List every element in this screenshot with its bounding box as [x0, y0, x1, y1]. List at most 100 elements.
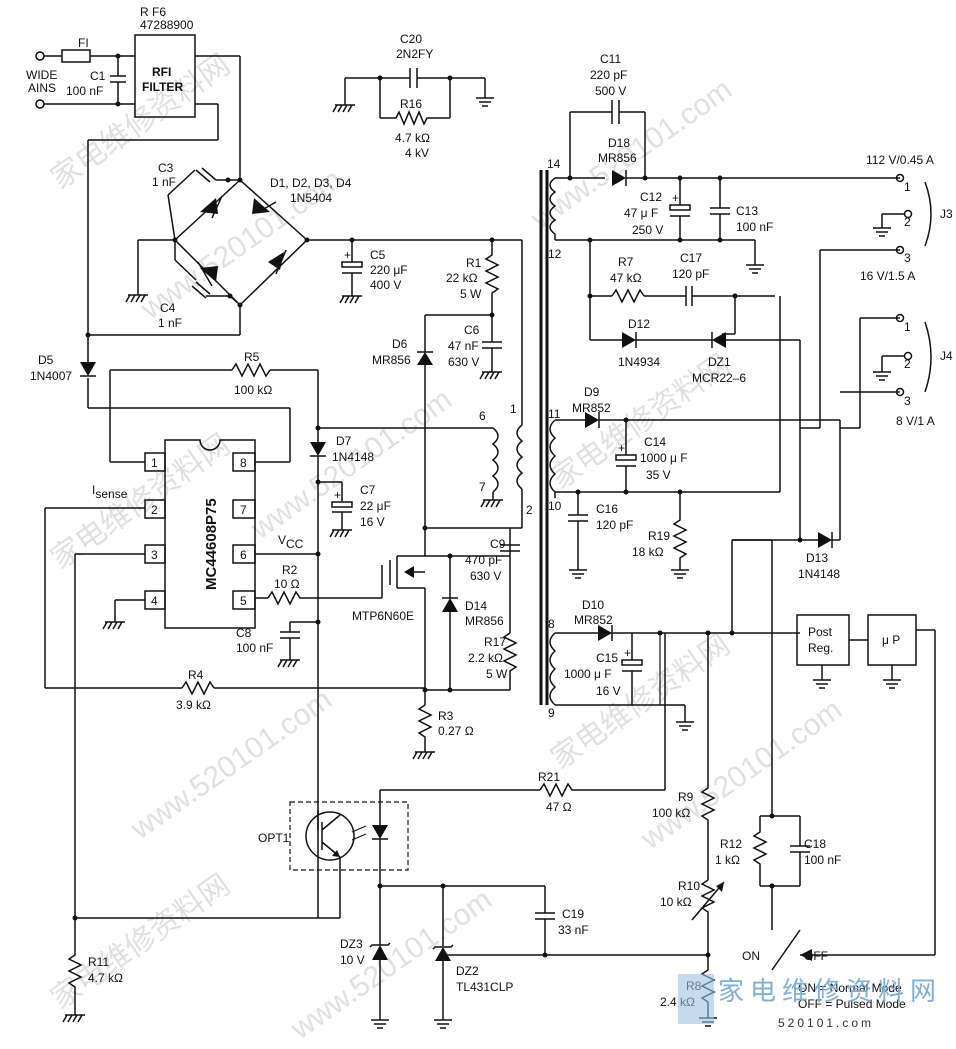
label-d18-value: MR856 — [598, 151, 637, 165]
label-c8-value: 100 nF — [236, 641, 273, 655]
label-c17-value: 120 pF — [672, 267, 709, 281]
label-d12: D12 — [628, 317, 650, 331]
label-rfi: RFI — [152, 65, 171, 79]
label-c5-voltage: 400 V — [370, 278, 401, 292]
label-d9-value: MR852 — [572, 401, 611, 415]
pin-label: 2 — [526, 503, 533, 517]
pin-label: 3 — [904, 394, 911, 408]
label-d10-value: MR852 — [574, 613, 613, 627]
polarity-plus: + — [618, 441, 625, 455]
label-d6-value: MR856 — [372, 353, 411, 367]
label-d13-value: 1N4148 — [798, 567, 840, 581]
label-c19-value: 33 nF — [558, 923, 589, 937]
label-dz1: DZ1 — [708, 355, 731, 369]
pin-label: 14 — [547, 157, 561, 171]
label-r5-value: 100 kΩ — [234, 383, 272, 397]
pin-label: 11 — [548, 407, 561, 421]
label-d14: D14 — [465, 599, 487, 613]
label-filter: FILTER — [142, 80, 183, 94]
label-r16-voltage: 4 kV — [405, 146, 429, 160]
label-c13: C13 — [736, 204, 758, 218]
bulk-section: + C5 220 μF 400 V C20 2N2FY R16 4.7 kΩ 4… — [307, 32, 522, 304]
pin-number: 1 — [151, 456, 158, 470]
pin-label: 7 — [479, 480, 486, 494]
label-isense: Isense — [92, 483, 128, 501]
watermark-text: www.520101.com — [634, 693, 848, 856]
label-c12-value: 47 μ F — [624, 206, 658, 220]
label-c17: C17 — [680, 251, 702, 265]
label-c16-value: 120 pF — [596, 518, 633, 532]
label-d10: D10 — [582, 598, 604, 612]
label-j3: J3 — [940, 207, 953, 221]
rfi-filter-box — [134, 34, 196, 118]
pin-label: 1 — [904, 180, 911, 194]
label-bridge-value: 1N5404 — [290, 191, 332, 205]
watermark-text: www.520101.com — [124, 683, 338, 846]
pin-label: 9 — [548, 706, 555, 720]
label-r11: R11 — [88, 955, 109, 969]
label-c8: C8 — [236, 626, 252, 640]
pin-number: 4 — [151, 594, 158, 608]
label-r1-value: 22 kΩ — [446, 271, 478, 285]
label-output-112v: 112 V/0.45 A — [866, 153, 934, 167]
label-r7-value: 47 kΩ — [610, 271, 642, 285]
pin-number: 5 — [240, 594, 247, 608]
label-c6-voltage: 630 V — [448, 355, 479, 369]
polarity-plus: + — [672, 191, 679, 205]
site-logo: 家电维修资料网 520101.com — [678, 974, 936, 1030]
secondary-8v: + D10 MR852 C15 1000 μ F 16 V Post Reg. … — [555, 532, 936, 955]
label-output-16v: 16 V/1.5 A — [860, 269, 915, 283]
label-ains: AINS — [28, 81, 56, 95]
label-d7-value: 1N4148 — [332, 450, 374, 464]
label-c15-value: 1000 μ F — [564, 667, 612, 681]
label-r19-value: 18 kΩ — [632, 545, 664, 559]
label-dz3: DZ3 — [340, 937, 363, 951]
label-c7: C7 — [360, 483, 376, 497]
label-r10-value: 10 kΩ — [660, 895, 692, 909]
label-r17: R17 — [484, 635, 506, 649]
label-r9: R9 — [678, 790, 694, 804]
pin-label: 6 — [479, 409, 486, 423]
label-r5: R5 — [244, 350, 260, 364]
label-r16-value: 4.7 kΩ — [395, 131, 430, 145]
label-r16: R16 — [400, 97, 422, 111]
label-vcc: VCC — [278, 533, 304, 551]
logo-site: 520101.com — [778, 1016, 874, 1030]
label-d18: D18 — [608, 136, 630, 150]
label-normal-mode: ON = Normal Mode — [798, 981, 902, 995]
polarity-plus: + — [334, 488, 341, 502]
label-r11-value: 4.7 kΩ — [88, 971, 123, 985]
label-c5: C5 — [370, 248, 386, 262]
label-j4: J4 — [940, 349, 953, 363]
label-d6: D6 — [392, 337, 408, 351]
label-bridge: D1, D2, D3, D4 — [270, 176, 352, 190]
bridge-rectifier: C3 1 nF C4 1 nF D1, D2, D3, D4 1N5404 — [85, 161, 352, 338]
label-reg: Reg. — [808, 641, 833, 655]
label-dz2-value: TL431CLP — [456, 980, 513, 994]
label-dz1-value: MCR22–6 — [692, 371, 746, 385]
label-r12-value: 1 kΩ — [715, 853, 740, 867]
label-c3: C3 — [158, 161, 174, 175]
label-c6: C6 — [464, 323, 480, 337]
label-c6-value: 47 nF — [448, 339, 479, 353]
secondary-16v: + D9 MR852 C14 1000 μ F 35 V C16 120 pF … — [554, 296, 841, 579]
label-c1: C1 — [90, 69, 106, 83]
label-r21: R21 — [538, 770, 560, 784]
label-r1: R1 — [466, 256, 482, 270]
label-dz3-value: 10 V — [340, 953, 365, 967]
label-c14: C14 — [644, 435, 666, 449]
secondary-112v: + C11 220 pF 500 V D18 MR856 C12 47 μ F … — [554, 52, 905, 540]
pin-number: 3 — [151, 548, 158, 562]
label-r17-value: 2.2 kΩ — [468, 651, 503, 665]
primary-switch: MTP6N60E D14 MR856 C9 470 pF 630 V R17 2… — [306, 510, 523, 760]
label-c20-value: 2N2FY — [396, 47, 433, 61]
label-c18: C18 — [804, 837, 826, 851]
label-r9-value: 100 kΩ — [652, 806, 690, 820]
label-fi: FI — [78, 36, 89, 50]
label-r3: R3 — [438, 709, 454, 723]
post-regulator-box — [796, 614, 850, 666]
label-c12: C12 — [640, 190, 662, 204]
watermark-text: 家电维修资料网 — [45, 868, 236, 1015]
pin-label: 1 — [510, 402, 517, 416]
